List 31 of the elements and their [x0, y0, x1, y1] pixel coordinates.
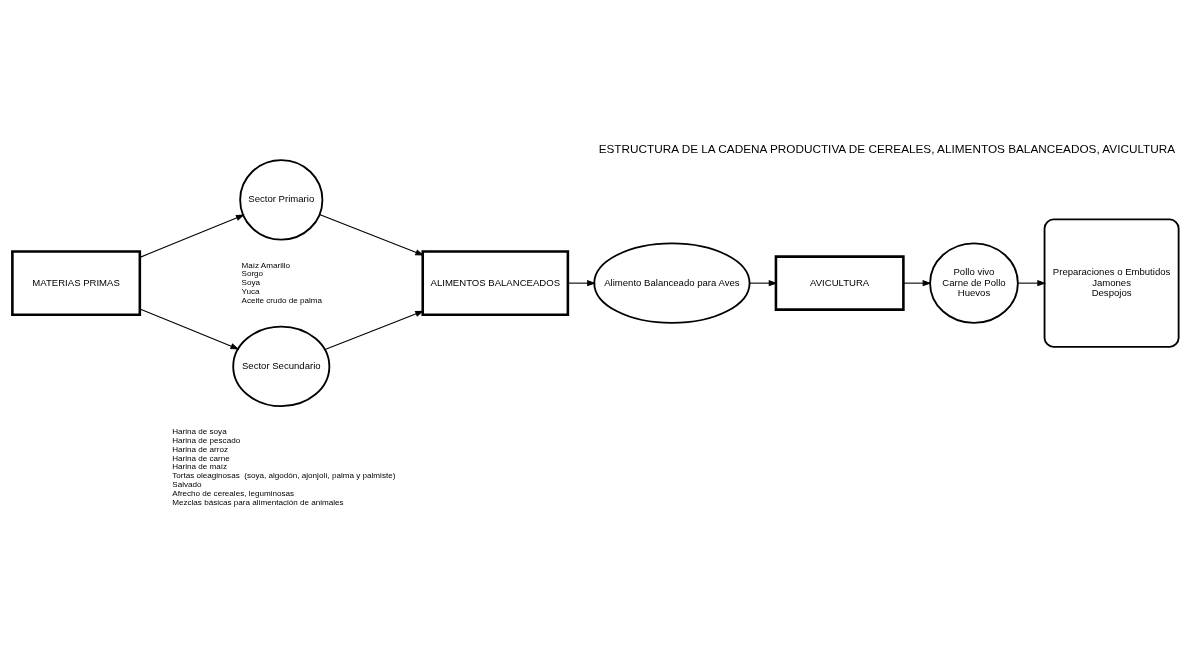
arrow	[748, 279, 778, 286]
arrow	[318, 213, 425, 256]
diagram-title: ESTRUCTURA DE LA CADENA PRODUCTIVA DE CEREALES, ALIMENTOS BALANCEADOS, AVICULTURA	[598, 141, 1176, 155]
node-label: Aceite crudo de palma	[241, 295, 323, 305]
node-label: Harina de pescado	[172, 435, 241, 445]
node-label: Soya	[241, 277, 260, 287]
arrow	[139, 307, 240, 350]
node-box: AVICULTURA	[774, 254, 905, 311]
node-circle: Sector Primario	[239, 158, 324, 241]
node-ellipse: Alimento Balanceado para Aves	[593, 241, 751, 324]
node-box: ALIMENTOS BALANCEADOS	[421, 249, 570, 316]
node-label: Tortas oleaginosas (soya, algodón, ajonjolí, palma y palmiste)	[172, 470, 396, 480]
node-label: Yuca	[241, 286, 260, 296]
node-box: MATERIAS PRIMAS	[11, 249, 142, 316]
arrow	[1017, 279, 1047, 286]
node-circle: Pollo vivo Carne de Pollo Huevos	[929, 241, 1019, 324]
node-label: Maíz Amarillo	[241, 260, 291, 270]
arrow	[567, 279, 597, 286]
node-label: Afrecho de cereales, leguminosas	[172, 488, 295, 498]
node-label: Salvado	[172, 479, 202, 489]
node-box: Preparaciones o Embutidos Jamones Despojos	[1043, 218, 1180, 348]
arrow	[324, 310, 425, 350]
node-label: Sorgo	[241, 268, 264, 278]
node-label: Harina de soya	[172, 426, 227, 436]
arrow	[139, 214, 245, 258]
node-label: Harina de carne	[172, 453, 230, 463]
arrow	[902, 279, 932, 286]
node-label: Harina de arroz	[172, 444, 229, 454]
node-label: Harina de maíz	[172, 461, 228, 471]
node-ellipse: Sector Secundario	[232, 325, 331, 407]
node-label: Mezclas básicas para alimentación de animales	[172, 497, 344, 507]
